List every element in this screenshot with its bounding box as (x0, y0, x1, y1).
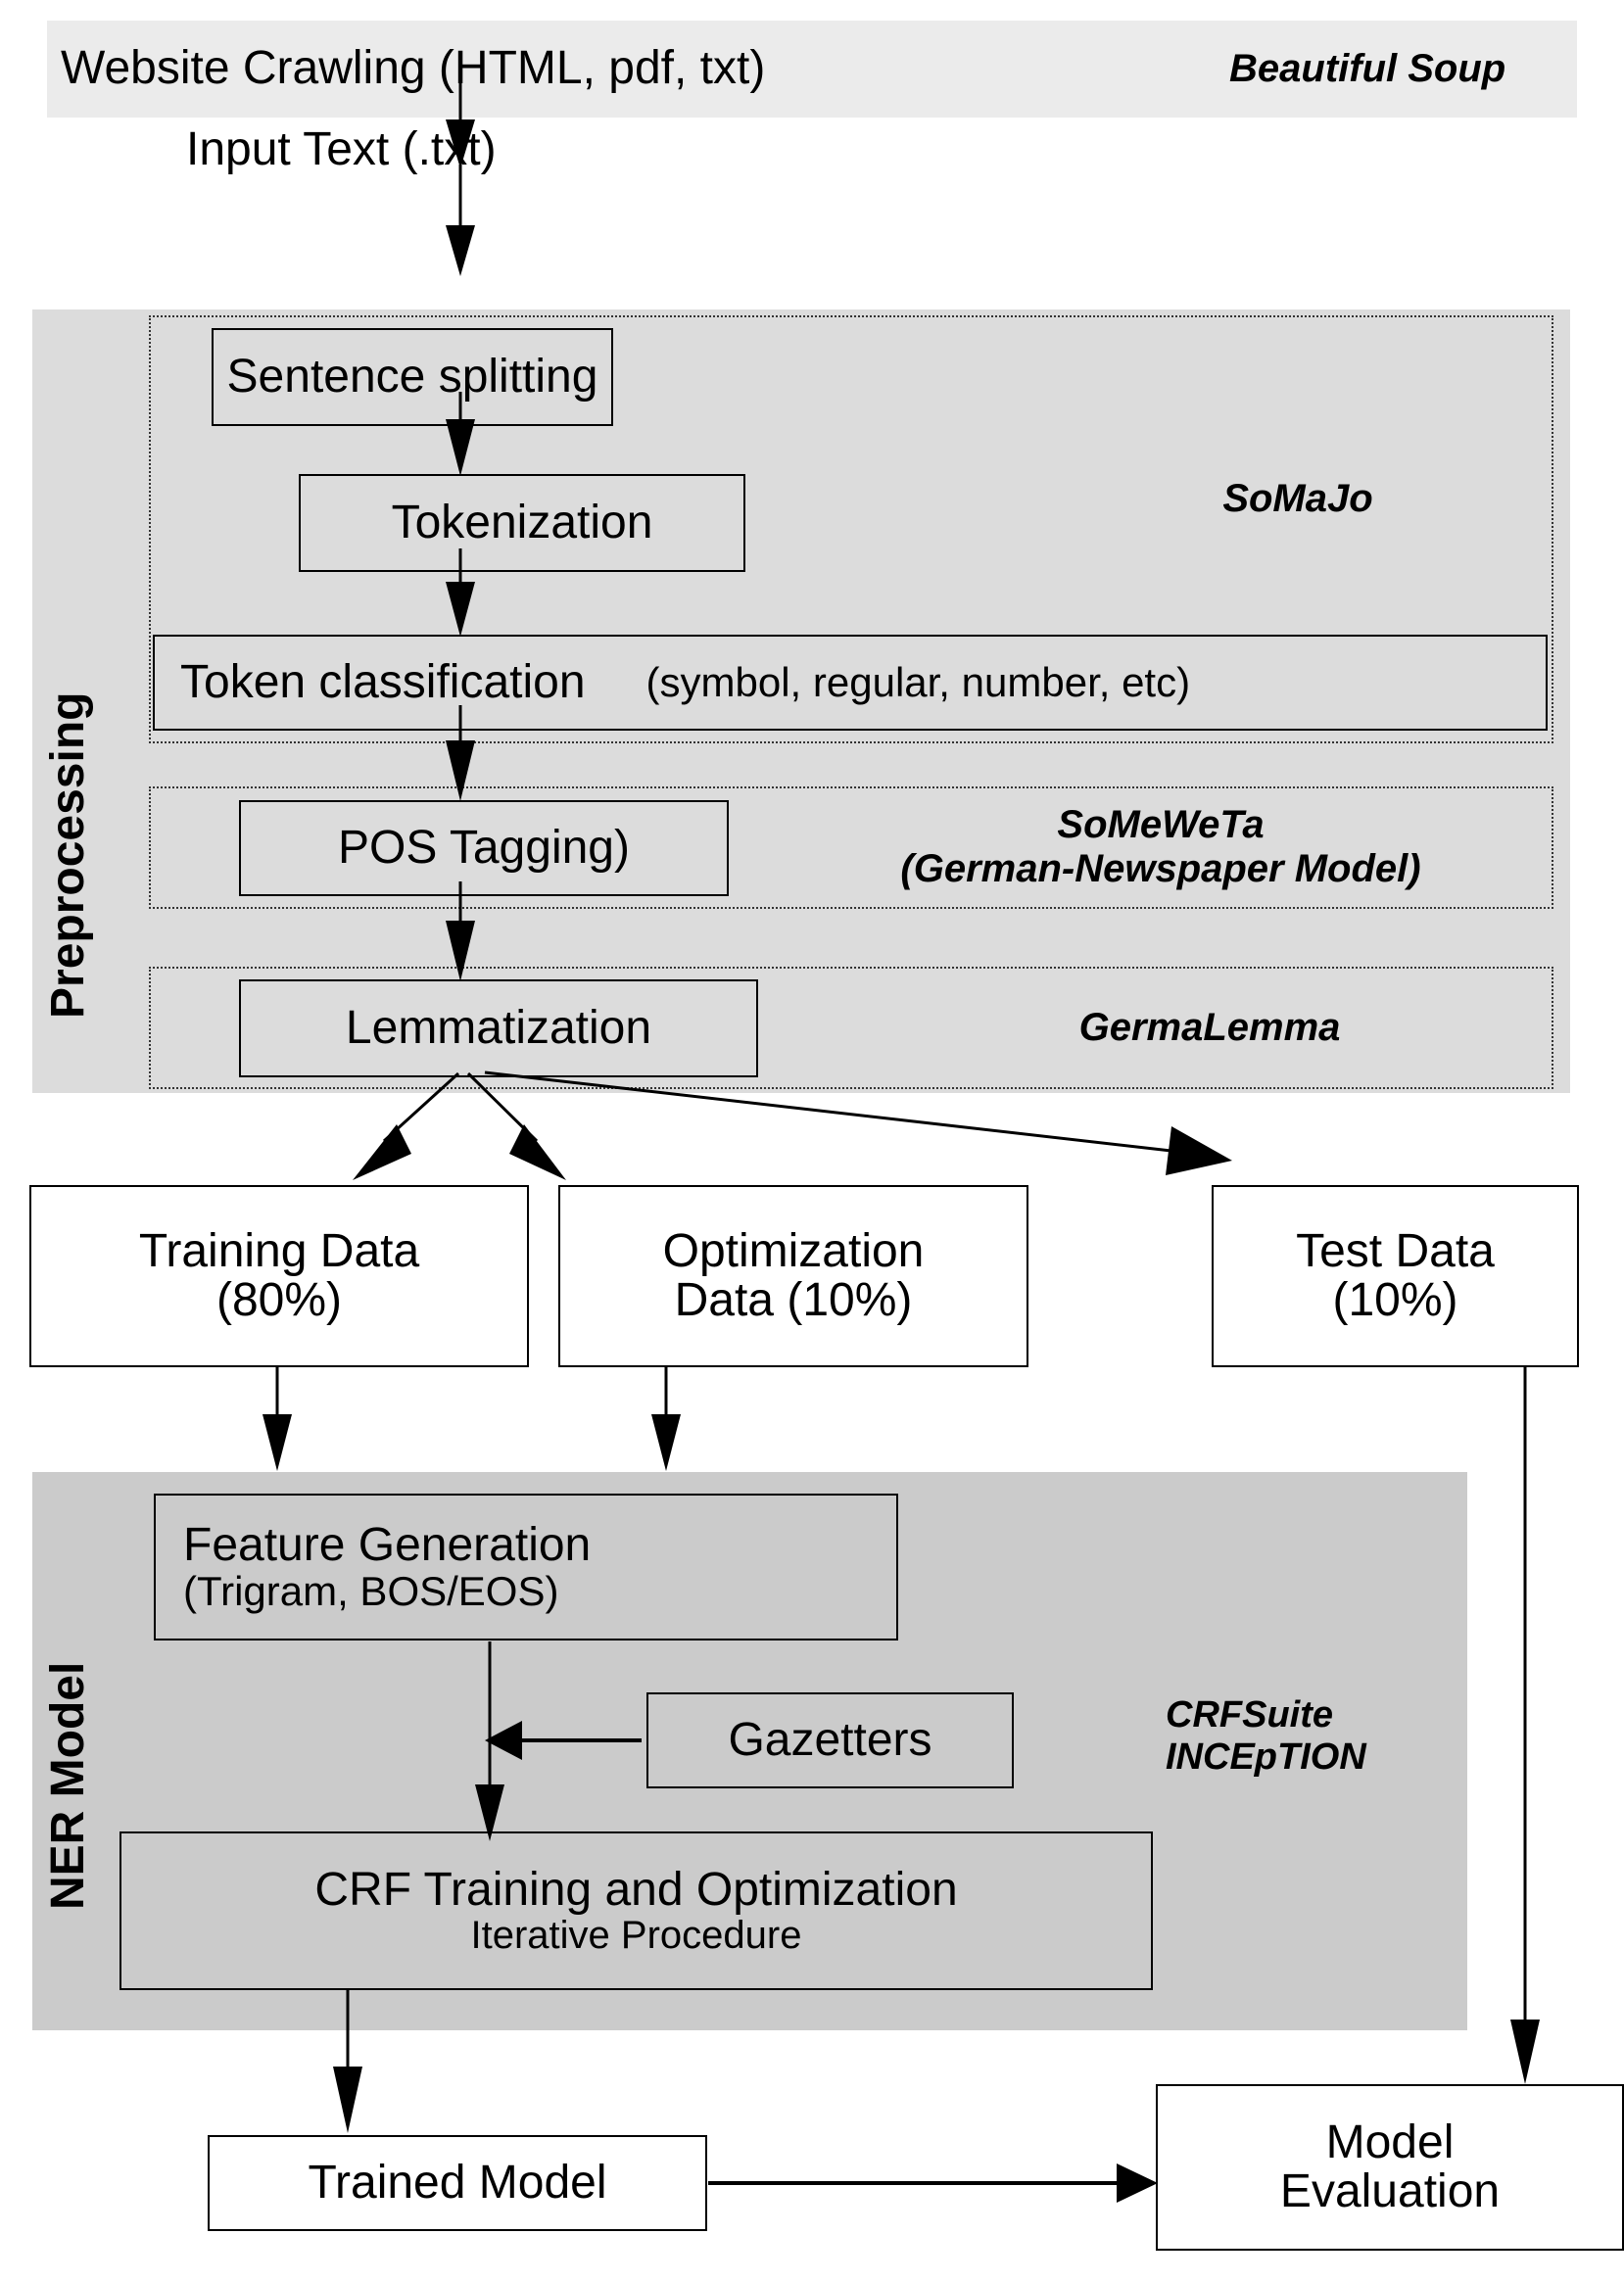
model-evaluation-line1: Model (1325, 2116, 1455, 2168)
step-token-classification-label: Token classification (180, 655, 586, 708)
crf-training-line1: CRF Training and Optimization (314, 1863, 958, 1916)
someweta-tool-line1: SoMeWeTa (1057, 803, 1265, 846)
someweta-tool-label: SoMeWeTa (German-Newspaper Model) (774, 798, 1548, 896)
step-crf-training[interactable]: CRF Training and Optimization Iterative … (119, 1831, 1153, 1990)
step-tokenization[interactable]: Tokenization (299, 474, 745, 572)
step-token-classification[interactable]: Token classification (symbol, regular, n… (153, 635, 1548, 731)
arrow-optimization-to-feature-generation (651, 1367, 681, 1471)
split-test-data-line1: Test Data (1296, 1224, 1495, 1277)
crawling-label: Website Crawling (HTML, pdf, txt) (61, 42, 766, 95)
arrow-training-to-feature-generation (263, 1367, 292, 1471)
preprocessing-section-label: Preprocessing (42, 691, 94, 1019)
split-test-data-line2: (10%) (1332, 1274, 1458, 1326)
someweta-tool-line2: (German-Newspaper Model) (900, 847, 1421, 890)
step-pos-tagging[interactable]: POS Tagging) (239, 800, 729, 896)
ner-tools-line2: INCEpTION (1166, 1736, 1366, 1778)
split-training-data-line2: (80%) (215, 1274, 343, 1326)
ner-model-section-label: NER Model (42, 1661, 94, 1910)
feature-generation-line2: (Trigram, BOS/EOS) (183, 1568, 559, 1615)
model-evaluation-line2: Evaluation (1279, 2165, 1501, 2217)
arrow-input-to-sentence-splitting (446, 165, 475, 276)
split-optimization-data-line2: Data (10%) (674, 1274, 913, 1326)
split-optimization-data-line1: Optimization (662, 1224, 925, 1277)
step-sentence-splitting[interactable]: Sentence splitting (212, 328, 613, 426)
crawling-band (47, 21, 1577, 118)
somajo-tool-label: SoMaJo (1222, 477, 1373, 521)
germalemma-tool-label: GermaLemma (1078, 1006, 1341, 1050)
ner-tools-label: CRFSuite INCEpTION (1166, 1683, 1459, 1790)
split-training-data-line1: Training Data (138, 1224, 420, 1277)
input-text-label: Input Text (.txt) (186, 123, 497, 176)
crf-training-line2: Iterative Procedure (470, 1914, 802, 1958)
step-token-classification-note: (symbol, regular, number, etc) (645, 658, 1191, 705)
output-model-evaluation[interactable]: Model Evaluation (1156, 2084, 1624, 2251)
someweta-group (149, 786, 1553, 909)
feature-generation-line1: Feature Generation (183, 1518, 592, 1571)
crawling-tool-label: Beautiful Soup (1229, 47, 1506, 91)
output-trained-model[interactable]: Trained Model (208, 2135, 707, 2231)
split-training-data[interactable]: Training Data (80%) (29, 1185, 529, 1367)
arrow-test-data-to-evaluation (1510, 1367, 1540, 2084)
split-optimization-data[interactable]: Optimization Data (10%) (558, 1185, 1028, 1367)
ner-tools-line1: CRFSuite (1166, 1694, 1333, 1735)
step-gazetters[interactable]: Gazetters (646, 1692, 1014, 1788)
step-lemmatization[interactable]: Lemmatization (239, 979, 758, 1077)
split-test-data[interactable]: Test Data (10%) (1212, 1185, 1579, 1367)
step-feature-generation[interactable]: Feature Generation (Trigram, BOS/EOS) (154, 1494, 898, 1640)
somajo-group (149, 315, 1553, 743)
arrow-trained-model-to-evaluation (708, 2163, 1158, 2203)
